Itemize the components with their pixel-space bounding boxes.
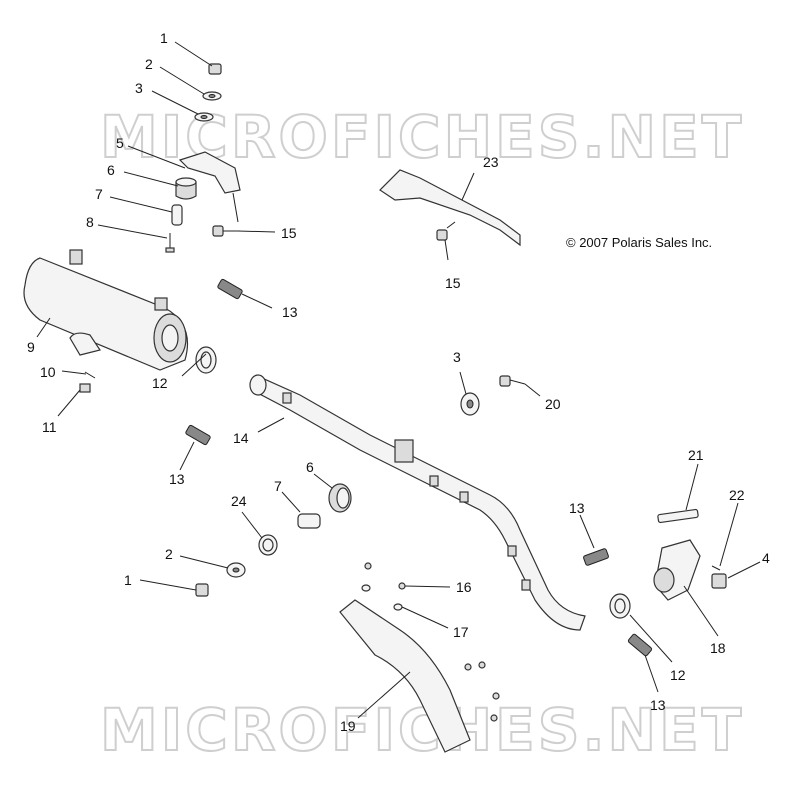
callout-12-left: 12 (152, 375, 168, 391)
gasket-part-12-right (609, 593, 631, 619)
callout-9: 9 (27, 339, 35, 355)
callout-1-bottom: 1 (124, 572, 132, 588)
muffler-part-9 (23, 249, 189, 371)
grommet-part-6-top (175, 177, 197, 200)
spring-part-13-a (217, 278, 243, 300)
spring-part-13-c (583, 548, 609, 566)
callout-8: 8 (86, 214, 94, 230)
callout-22: 22 (729, 487, 745, 503)
bolt-part-15-left (212, 225, 240, 237)
nut-part-4 (711, 573, 727, 589)
callout-4: 4 (762, 550, 770, 566)
callout-12-right: 12 (670, 667, 686, 683)
watermark-bottom: MICROFICHES.NET (100, 696, 744, 764)
callout-3-right: 3 (453, 349, 461, 365)
callout-20: 20 (545, 396, 561, 412)
callout-7-mid: 7 (274, 478, 282, 494)
gasket-part-24 (258, 534, 278, 556)
callout-labels: 1 2 3 5 6 7 8 9 10 11 12 13 13 14 15 15 … (27, 30, 770, 734)
clip-part-10 (84, 371, 96, 379)
bolt-part-15-right (436, 221, 456, 241)
head-pipe-part-14 (249, 374, 586, 631)
callout-15-left: 15 (281, 225, 297, 241)
callout-13-a: 13 (282, 304, 298, 320)
callout-21: 21 (688, 447, 704, 463)
callout-7-top: 7 (95, 186, 103, 202)
callout-10: 10 (40, 364, 56, 380)
callout-6-top: 6 (107, 162, 115, 178)
grommet-part-6-mid (328, 483, 352, 513)
sleeve-part-7-mid (297, 513, 321, 529)
callout-16: 16 (456, 579, 472, 595)
callout-3-top: 3 (135, 80, 143, 96)
callout-15-right: 15 (445, 275, 461, 291)
flange-part-18 (653, 539, 701, 601)
washer-part-2-top (202, 91, 222, 101)
washer-part-3-right (460, 392, 480, 416)
washer-part-3-top (194, 112, 214, 122)
callout-1-top: 1 (160, 30, 168, 46)
bolt-part-20 (499, 375, 526, 387)
callout-13-b: 13 (169, 471, 185, 487)
callout-13-c: 13 (569, 500, 585, 516)
callout-23: 23 (483, 154, 499, 170)
callout-13-d: 13 (650, 697, 666, 713)
screw-part-11 (79, 383, 91, 393)
bolt-part-8 (165, 233, 175, 253)
washer-part-17 (361, 584, 403, 611)
nut-part-1-top (208, 63, 222, 75)
callout-5: 5 (116, 135, 124, 151)
nut-part-1-bottom (195, 583, 209, 597)
spring-part-13-b (185, 424, 211, 446)
heat-shield-part-23 (379, 169, 521, 247)
bracket-part-5 (178, 151, 241, 194)
gasket-part-12-left (195, 346, 217, 374)
leader-lines (36, 41, 761, 719)
spring-part-13-d (627, 633, 653, 657)
callout-19: 19 (340, 718, 356, 734)
copyright-text: © 2007 Polaris Sales Inc. (566, 235, 712, 250)
callout-11: 11 (42, 419, 57, 435)
screw-part-16 (364, 562, 406, 590)
sleeve-part-7-top (171, 204, 183, 226)
callout-17: 17 (453, 624, 469, 640)
callout-14: 14 (233, 430, 249, 446)
gasket-part-21 (657, 508, 699, 524)
callout-2-top: 2 (145, 56, 153, 72)
callout-24: 24 (231, 493, 247, 509)
callout-18: 18 (710, 640, 726, 656)
callout-2-bottom: 2 (165, 546, 173, 562)
washer-part-2-bottom (226, 562, 246, 578)
callout-6-mid: 6 (306, 459, 314, 475)
spring-part-22 (711, 565, 721, 571)
